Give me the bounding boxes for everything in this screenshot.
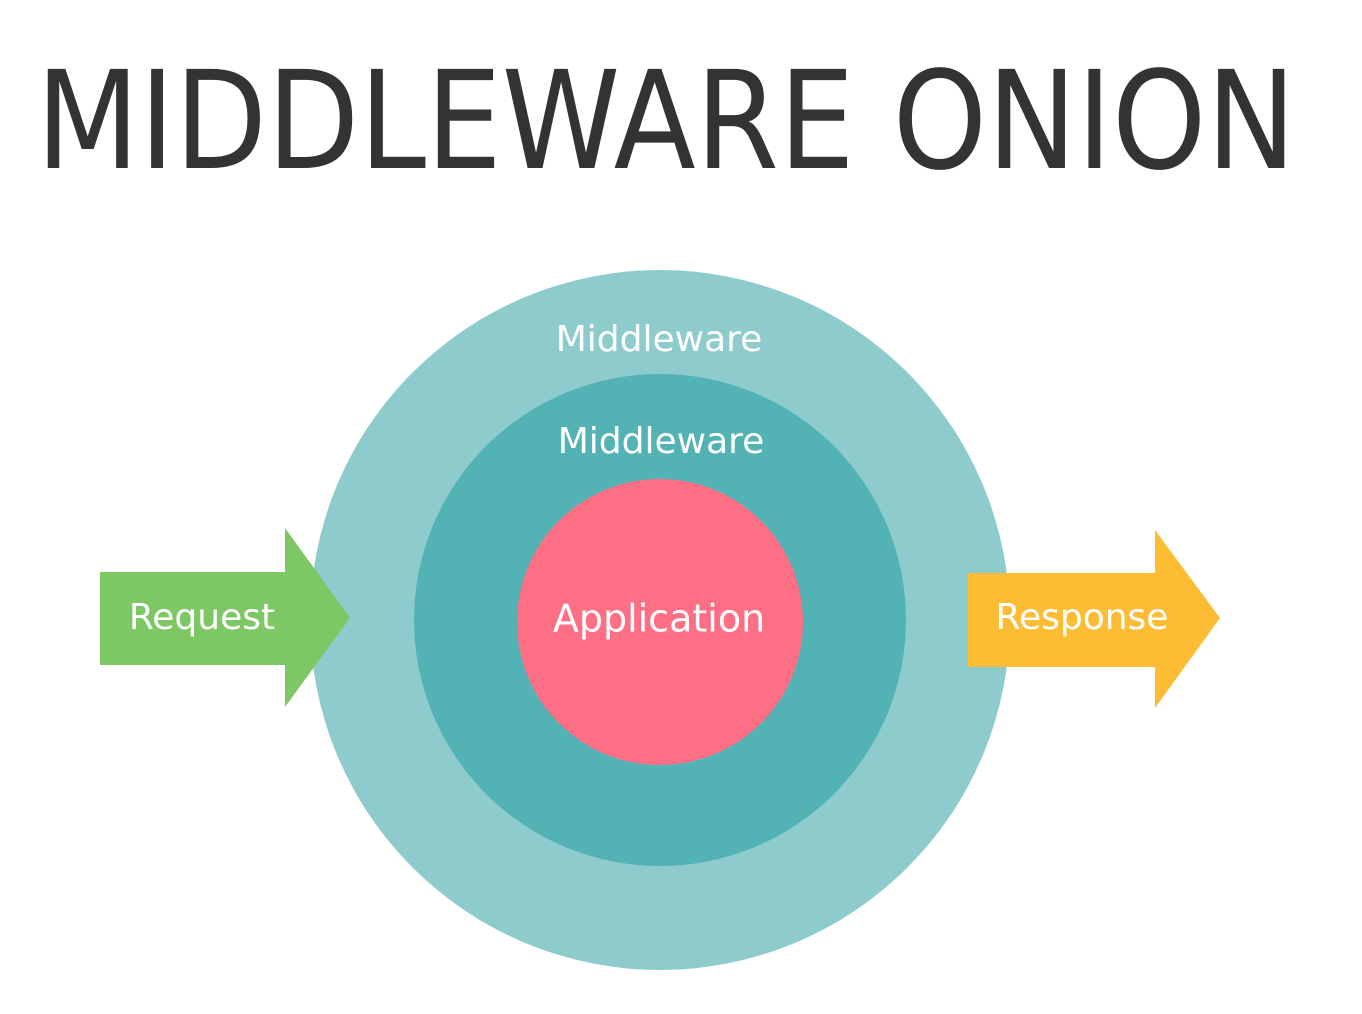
request-arrow [100,528,350,707]
application-core [517,479,803,765]
inner-middleware-label: Middleware [558,421,765,462]
diagram-title: MIDDLEWARE ONION [36,43,1296,201]
request-label: Request [129,597,275,638]
application-label: Application [553,597,765,641]
outer-middleware-label: Middleware [556,319,763,360]
response-arrow [968,530,1220,708]
response-label: Response [996,597,1169,638]
